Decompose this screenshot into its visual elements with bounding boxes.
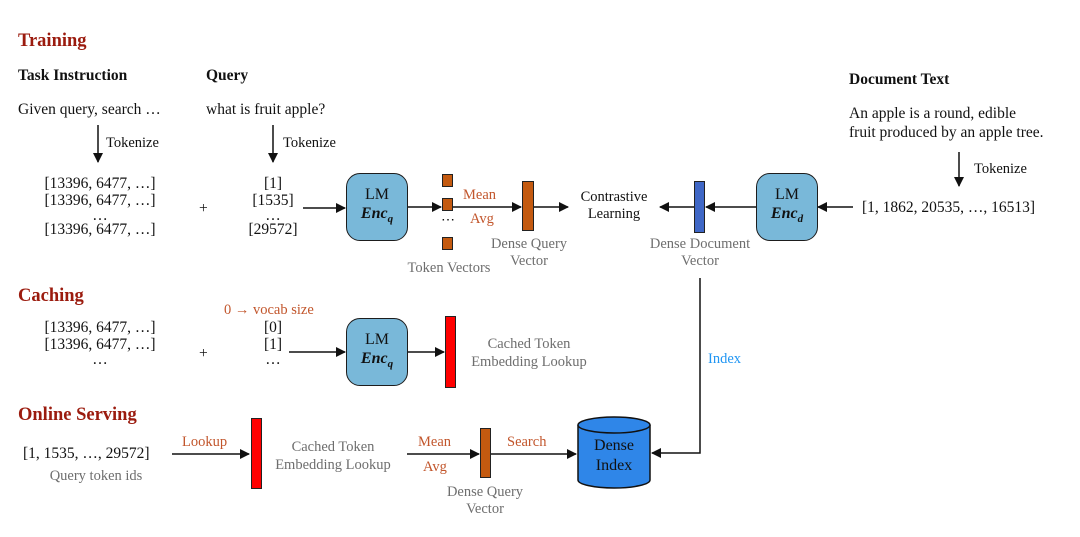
cached-embedding-label-serving: Cached Token Embedding Lookup [275, 439, 391, 473]
encoder-lm-label: LM [775, 185, 799, 203]
dense-document-vector-label: Dense Document Vector [649, 236, 751, 269]
query-token-row: [1535] [252, 191, 294, 209]
token-vector [442, 237, 453, 250]
encoder-lm-label: LM [365, 185, 389, 203]
query-token-row: [29572] [248, 221, 298, 238]
query-encoder-training: LM Encq [346, 173, 408, 241]
document-encoder: LM Encd [756, 173, 818, 241]
section-heading-caching: Caching [18, 286, 84, 306]
instruction-token-rows: [13396, 6477, …] [13396, 6477, …] … [133… [44, 175, 156, 239]
dense-query-vector-training [522, 181, 534, 231]
query-token-rows: [1] [1535] … [29572] [248, 175, 298, 239]
instruction-token-row: [13396, 6477, …] [44, 221, 156, 238]
encoder-name: Encd [770, 204, 804, 226]
cached-token-embedding-table-serving [251, 418, 262, 489]
query-encoder-caching: LM Encq [346, 318, 408, 386]
dense-query-vector-label-training: Dense Query Vector [490, 236, 568, 269]
vocab-token-row: [1] [263, 335, 283, 353]
vocab-token-rows: [0] [1] … [263, 319, 283, 368]
encoder-name: Encq [360, 349, 394, 371]
encoder-name: Encq [360, 204, 394, 226]
tokenize-label-instruction: Tokenize [106, 135, 159, 151]
dense-document-vector [694, 181, 705, 233]
instruction-token-row: … [92, 207, 108, 224]
plus-sign-caching: + [199, 345, 208, 362]
instruction-token-row: [13396, 6477, …] [44, 191, 156, 209]
search-label: Search [507, 434, 547, 450]
dense-index-label: Dense Index [594, 437, 634, 474]
instruction-token-row: [13396, 6477, …] [44, 175, 156, 192]
document-text-header: Document Text [849, 71, 950, 88]
avg-label-training: Avg [470, 211, 494, 227]
cached-embedding-label-caching: Cached Token Embedding Lookup [471, 336, 587, 370]
caching-token-row: [13396, 6477, …] [44, 335, 156, 353]
caching-instruction-token-rows: [13396, 6477, …] [13396, 6477, …] … [44, 319, 156, 368]
vocab-token-row: [0] [263, 319, 283, 336]
mean-label-training: Mean [463, 187, 497, 203]
caching-token-row: [13396, 6477, …] [44, 319, 156, 336]
token-vectors-label: Token Vectors [407, 260, 491, 276]
mean-label-serving: Mean [418, 434, 452, 450]
token-vector [442, 198, 453, 211]
vocab-size-label: 0 → vocab size [224, 302, 314, 318]
dense-index-cylinder [577, 416, 651, 489]
index-path [651, 278, 701, 458]
avg-label-serving: Avg [423, 459, 447, 475]
query-token-row: … [265, 207, 281, 224]
document-text: An apple is a round, edible fruit produc… [849, 105, 1044, 141]
dense-query-vector-serving [480, 428, 491, 478]
caching-token-row: … [92, 351, 108, 368]
contrastive-learning-label: Contrastive Learning [580, 189, 648, 222]
token-vector [442, 174, 453, 187]
document-tokens: [1, 1862, 20535, …, 16513] [862, 199, 1036, 216]
query-token-ids: [1, 1535, …, 29572] [23, 445, 150, 462]
vocab-token-row: … [265, 351, 281, 368]
tokenize-label-document: Tokenize [974, 161, 1027, 177]
query-text: what is fruit apple? [206, 101, 326, 118]
index-label: Index [708, 351, 742, 367]
query-token-ids-caption: Query token ids [49, 468, 143, 484]
query-token-row: [1] [263, 175, 283, 192]
section-heading-online-serving: Online Serving [18, 405, 137, 425]
plus-sign-training: + [199, 200, 208, 217]
query-header: Query [206, 67, 249, 84]
task-instruction-text: Given query, search … [18, 101, 161, 118]
cached-token-embedding-table-caching [445, 316, 456, 388]
task-instruction-header: Task Instruction [18, 67, 128, 84]
dense-query-vector-label-serving: Dense Query Vector [446, 484, 524, 517]
tokenize-label-query: Tokenize [283, 135, 336, 151]
encoder-lm-label: LM [365, 330, 389, 348]
section-heading-training: Training [18, 31, 87, 51]
token-vector-ellipsis: ⋯ [441, 213, 455, 228]
lookup-label: Lookup [182, 434, 228, 450]
